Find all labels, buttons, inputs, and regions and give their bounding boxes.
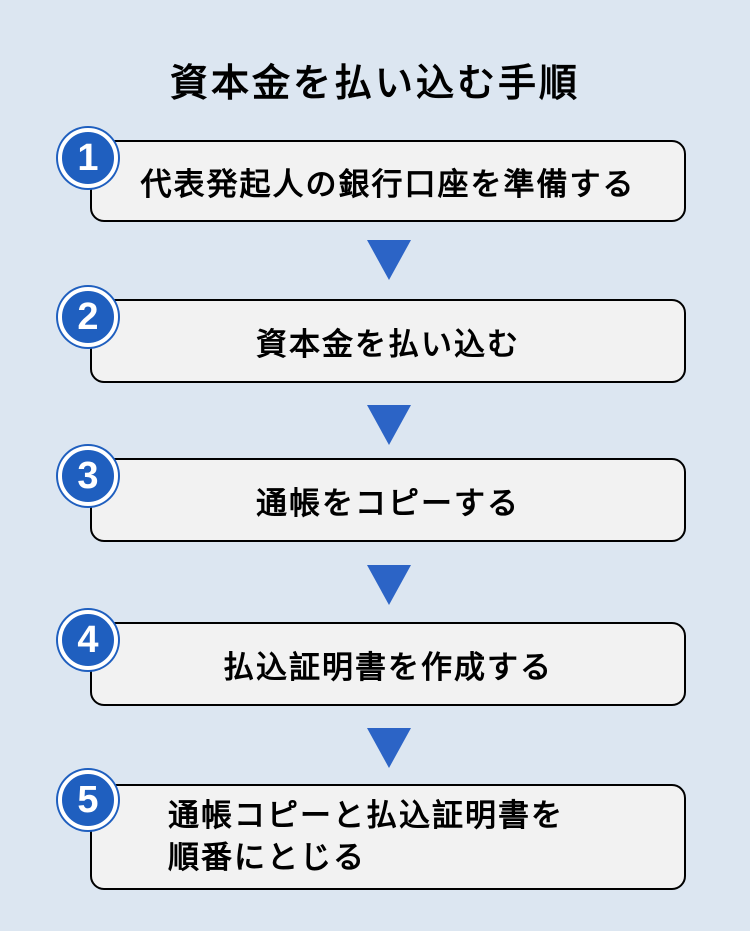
step-4-number-badge: 4 — [58, 610, 118, 670]
step-3-text: 通帳をコピーする — [256, 485, 520, 522]
step-1-box: 代表発起人の銀行口座を準備する — [90, 140, 686, 222]
down-arrow-icon — [367, 565, 411, 605]
step-4-text: 払込証明書を作成する — [223, 649, 553, 686]
step-1-text: 代表発起人の銀行口座を準備する — [140, 166, 636, 203]
step-2-box: 資本金を払い込む — [90, 299, 686, 383]
down-arrow-icon — [367, 405, 411, 445]
step-3-box: 通帳をコピーする — [90, 458, 686, 542]
down-arrow-icon — [367, 240, 411, 280]
step-5-number-badge: 5 — [58, 770, 118, 830]
step-2-number-badge: 2 — [58, 287, 118, 347]
step-2-text: 資本金を払い込む — [256, 326, 520, 363]
step-5-line-1: 通帳コピーと払込証明書を — [168, 798, 564, 834]
step-4-box: 払込証明書を作成する — [90, 622, 686, 706]
step-3-number-badge: 3 — [58, 446, 118, 506]
step-5-text: 通帳コピーと払込証明書を 順番にとじる — [168, 795, 608, 879]
diagram-title: 資本金を払い込む手順 — [169, 61, 580, 105]
step-5-box: 通帳コピーと払込証明書を 順番にとじる — [90, 784, 686, 890]
down-arrow-icon — [367, 728, 411, 768]
step-5-line-2: 順番にとじる — [168, 840, 366, 876]
step-1-number-badge: 1 — [58, 128, 118, 188]
